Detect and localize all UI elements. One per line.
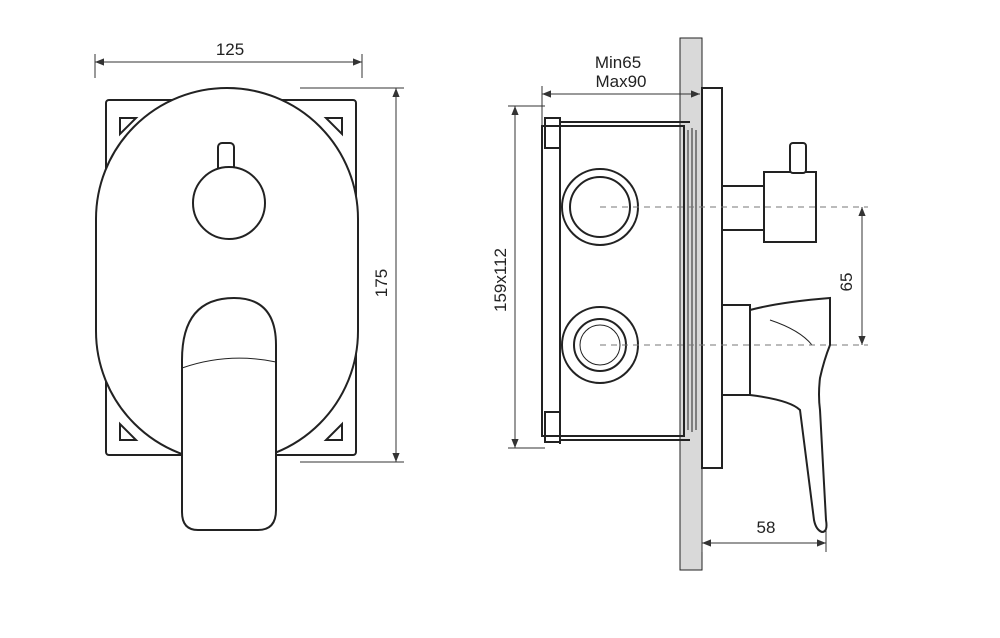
lever-handle-front xyxy=(181,296,277,531)
cover-plate-edge xyxy=(701,87,723,469)
diverter-side xyxy=(721,142,817,243)
dimension-width-label: 125 xyxy=(216,40,244,59)
lever-handle-side xyxy=(721,296,831,534)
dimension-depth: Min65 Max90 xyxy=(541,53,700,126)
front-view: 125 175 xyxy=(94,40,404,531)
side-view: Min65 Max90 159x112 65 58 xyxy=(491,37,868,571)
dimension-projection: 58 xyxy=(701,470,827,552)
dimension-depth-min-label: Min65 xyxy=(595,53,641,72)
dimension-height: 175 xyxy=(300,87,404,463)
dimension-width: 125 xyxy=(94,40,363,78)
dimension-spacing: 65 xyxy=(837,207,866,345)
dimension-projection-label: 58 xyxy=(757,518,776,537)
diverter-knob xyxy=(192,142,266,240)
dimension-height-label: 175 xyxy=(372,269,391,297)
dimension-depth-max-label: Max90 xyxy=(595,72,646,91)
dimension-spacing-label: 65 xyxy=(837,273,856,292)
installation-box xyxy=(541,117,697,444)
dimension-box-size-label: 159x112 xyxy=(491,248,510,312)
dimension-box-size: 159x112 xyxy=(491,105,545,449)
